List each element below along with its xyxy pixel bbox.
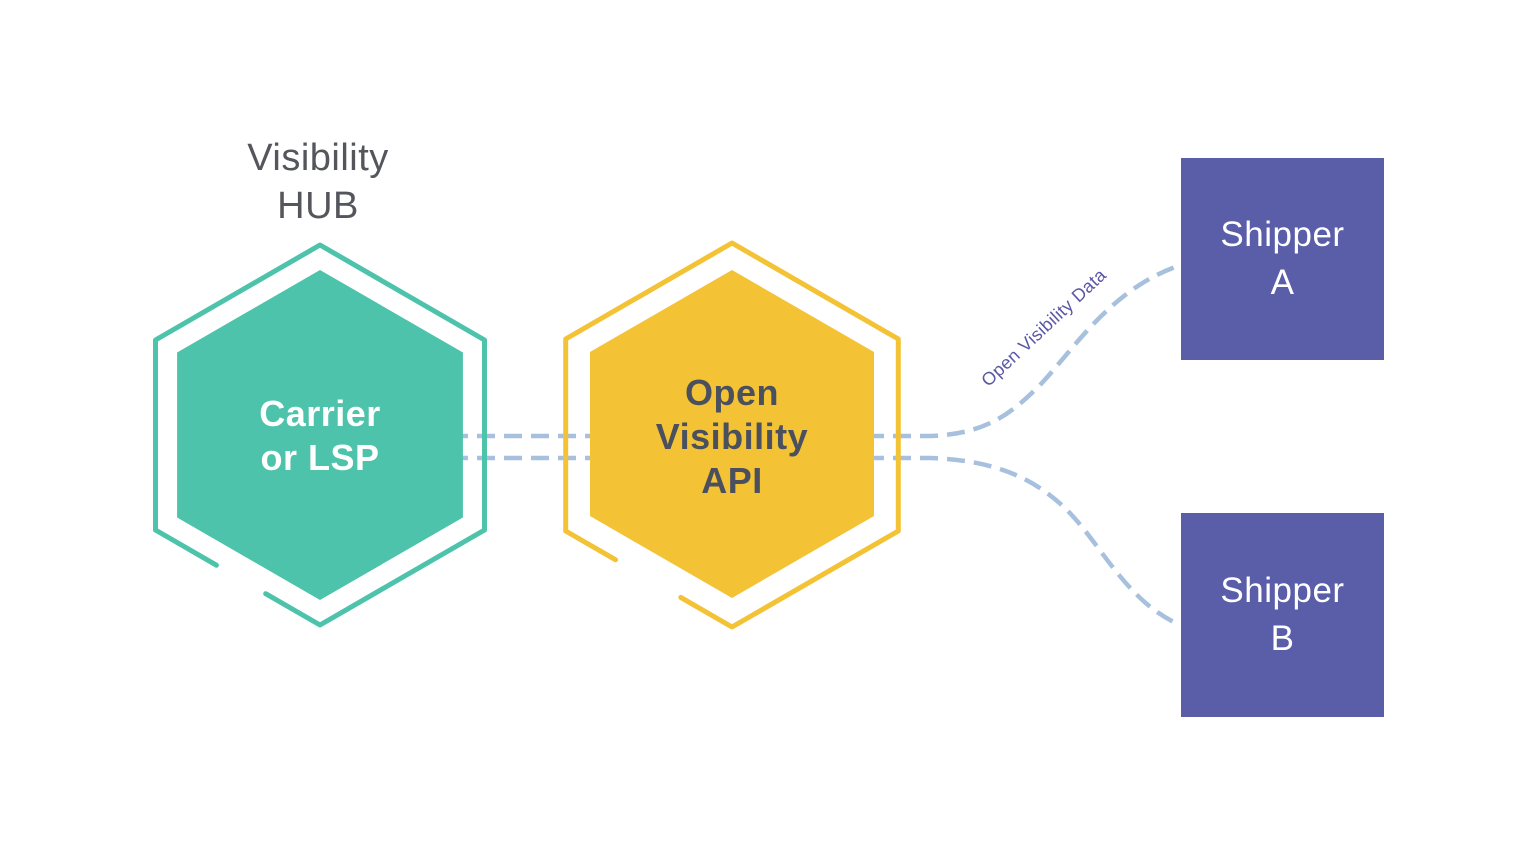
edge-api-shipper-b xyxy=(866,455,1179,627)
api-hexagon-outline xyxy=(563,240,901,630)
carrier-hexagon-label: Carrier or LSP xyxy=(259,393,381,478)
carrier-hexagon-outline xyxy=(153,242,487,628)
api-hexagon-label: Open Visibility API xyxy=(655,372,809,501)
shipper-b-box xyxy=(1181,513,1384,717)
api-hexagon xyxy=(590,270,874,598)
edge-api-shipper-a xyxy=(866,263,1179,439)
shipper-b-label: Shipper B xyxy=(1220,571,1345,658)
shipper-a-box xyxy=(1181,158,1384,360)
shipper-a-label: Shipper A xyxy=(1220,215,1345,302)
hub-title: Visibility HUB xyxy=(247,137,389,227)
carrier-hexagon xyxy=(177,270,463,600)
